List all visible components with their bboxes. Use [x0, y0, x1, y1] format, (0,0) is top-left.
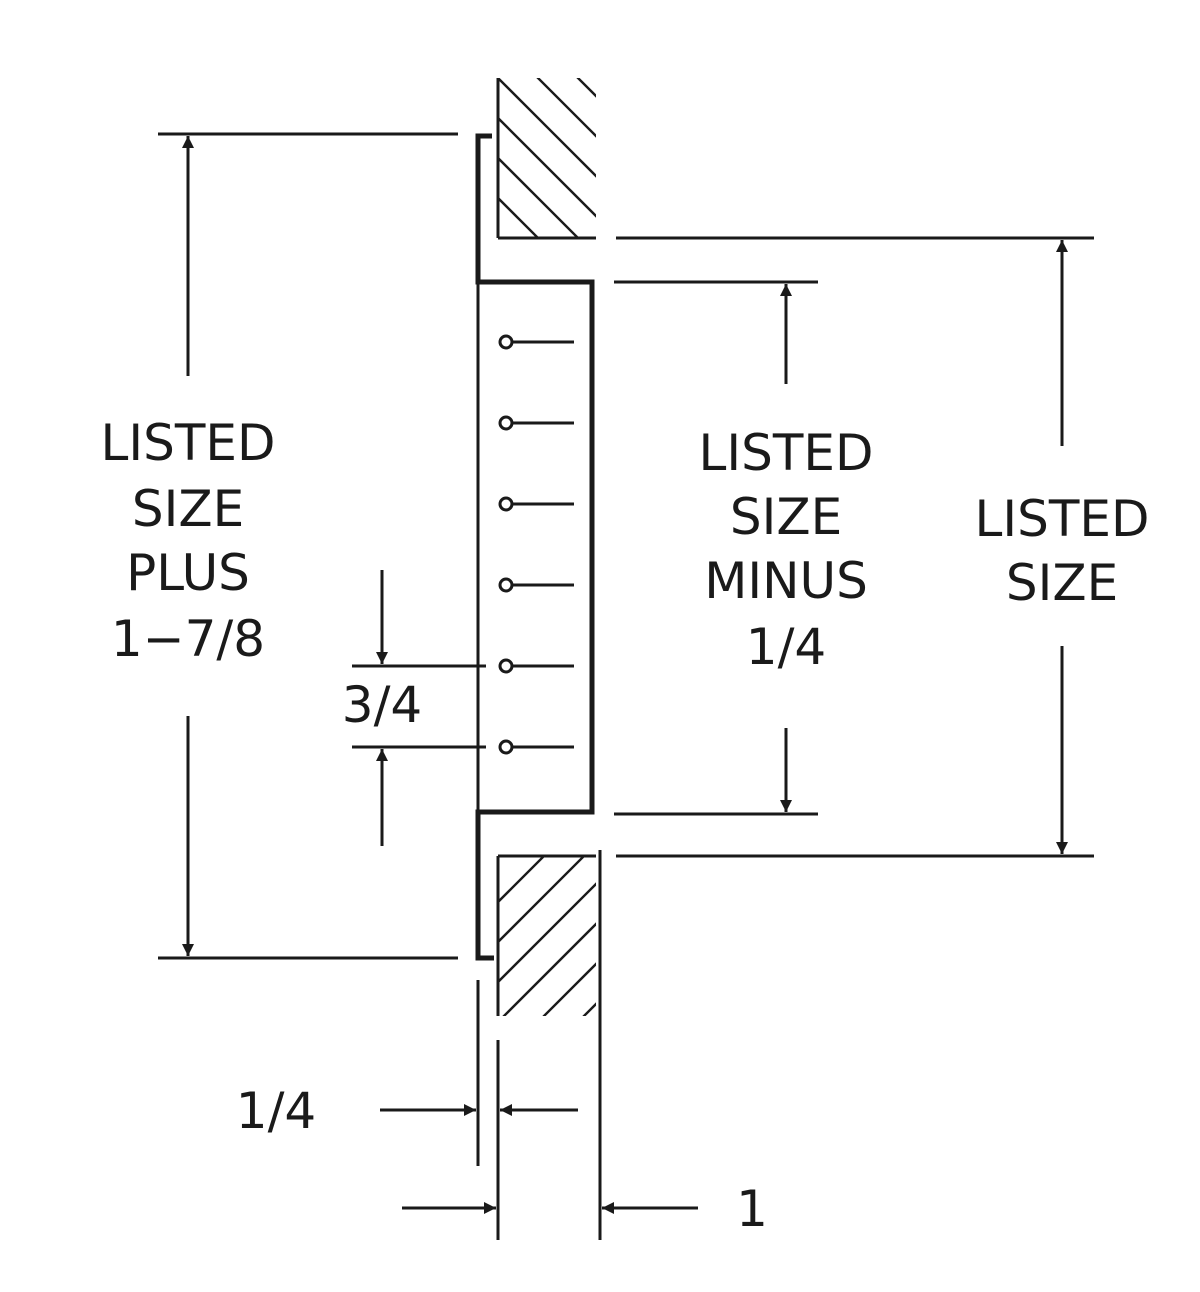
svg-text:LISTED: LISTED: [101, 414, 276, 472]
label-listed-size-plus: LISTED SIZE PLUS 1−7/8: [101, 414, 276, 668]
label-depth: 1: [736, 1180, 768, 1238]
dimension-flange-thickness: [380, 980, 578, 1240]
svg-text:1−7/8: 1−7/8: [111, 610, 265, 668]
svg-text:MINUS: MINUS: [704, 552, 868, 610]
dimension-listed-size-minus: [614, 280, 818, 816]
louver-blades: [498, 334, 574, 755]
svg-text:SIZE: SIZE: [730, 488, 842, 546]
svg-text:1/4: 1/4: [746, 618, 826, 676]
label-listed-size-minus: LISTED SIZE MINUS 1/4: [699, 424, 874, 676]
dimension-listed-size: [616, 236, 1094, 858]
svg-text:SIZE: SIZE: [132, 480, 244, 538]
grille-frame: [475, 133, 595, 961]
dimension-blade-spacing: [352, 570, 486, 846]
dimension-listed-size-plus: [158, 132, 458, 960]
svg-text:PLUS: PLUS: [126, 544, 250, 602]
label-flange-thickness: 1/4: [236, 1082, 316, 1140]
svg-text:LISTED: LISTED: [699, 424, 874, 482]
wall-top: [496, 78, 596, 240]
label-blade-spacing: 3/4: [342, 676, 422, 734]
svg-text:LISTED: LISTED: [975, 490, 1150, 548]
dimension-depth: [402, 1016, 698, 1240]
svg-text:SIZE: SIZE: [1006, 554, 1118, 612]
wall-bottom: [496, 850, 602, 1016]
label-listed-size: LISTED SIZE: [975, 490, 1150, 612]
